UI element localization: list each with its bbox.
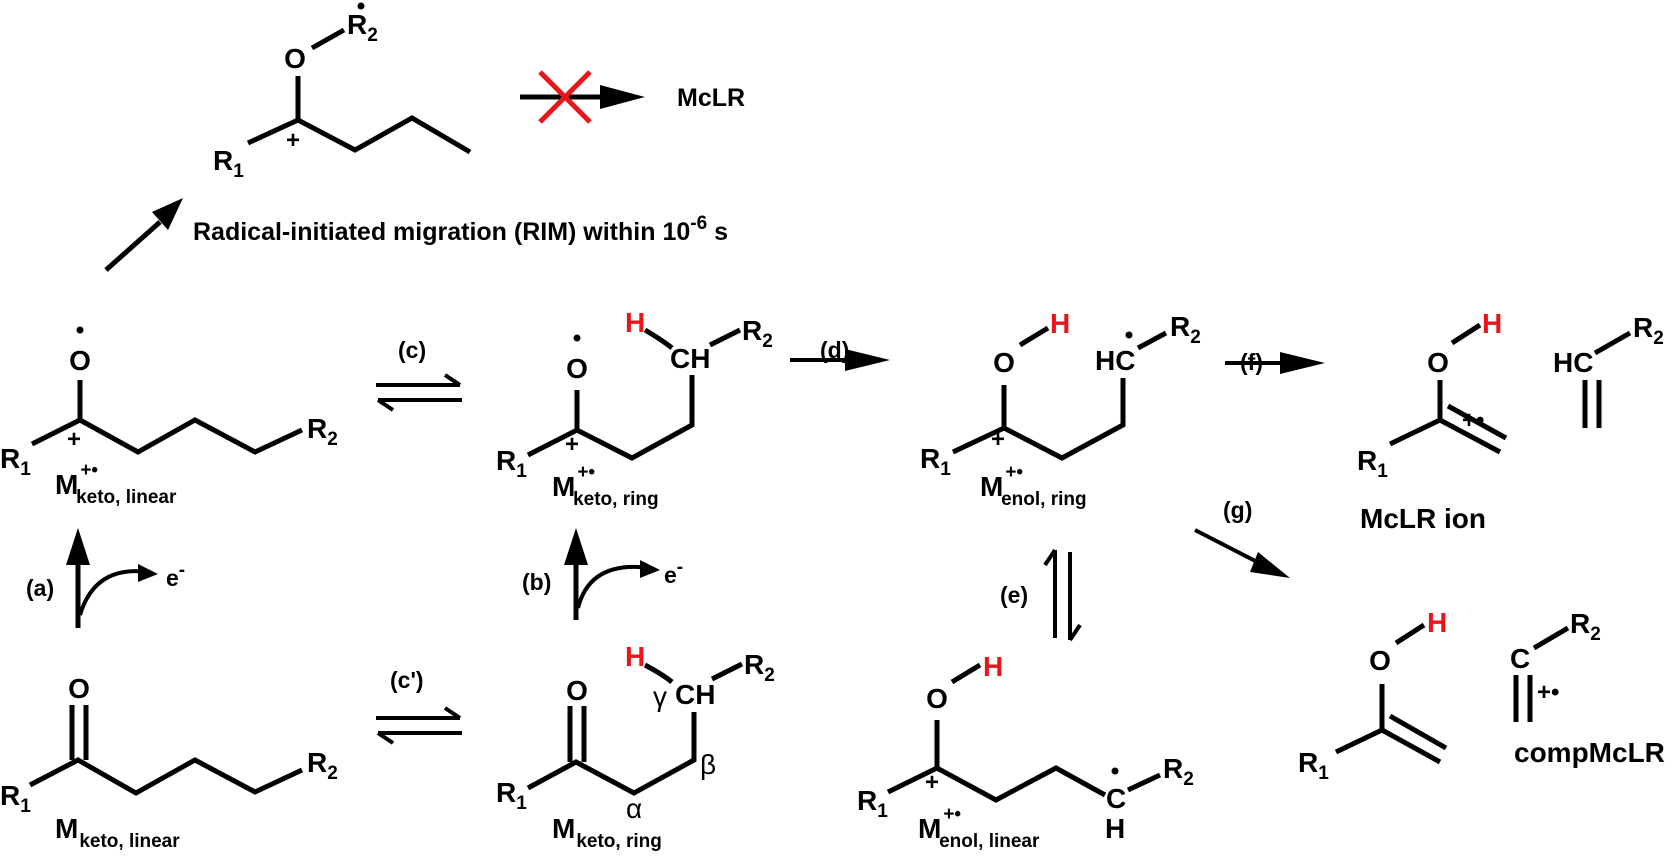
h-label: H (1105, 813, 1125, 844)
r1-label: R1 (0, 443, 31, 480)
m-enol-linear-radical-label: M+•enol, linear (918, 804, 1040, 852)
r1-label: R1 (496, 445, 527, 482)
oxygen-label: O (926, 683, 948, 714)
step-c-prime-label: (c') (390, 667, 424, 693)
r2-label: R2 (347, 9, 378, 46)
m-keto-linear-label: Mketo, linear (55, 813, 180, 852)
m-enol-ring-radical-label: M+•enol, ring (980, 462, 1087, 510)
rim-arrow (104, 198, 183, 272)
m-enol-ring-radical-structure: O H + R1 HC R2 (920, 308, 1201, 480)
blocked-product-label: McLR (677, 84, 745, 112)
radical-dot (1125, 331, 1133, 339)
arrow-g (1194, 528, 1290, 578)
hydrogen-label: H (1427, 607, 1447, 638)
r1-label: R1 (496, 777, 527, 814)
oxygen-label: O (1369, 645, 1391, 676)
equilibrium-arrow-c-prime (376, 706, 462, 745)
r2-label: R2 (1633, 312, 1664, 349)
r1-label: R1 (1298, 747, 1329, 784)
mclr-ion-label: McLR ion (1360, 503, 1486, 534)
radical-cation-charge: +• (1462, 407, 1484, 434)
arrow-d (790, 349, 890, 371)
oxygen-label: O (993, 347, 1015, 378)
r1-label: R1 (1357, 445, 1388, 482)
cation-charge: + (565, 431, 579, 458)
hc-label: HC (1095, 345, 1135, 376)
hydrogen-label: H (625, 307, 645, 338)
r2-label: R2 (307, 747, 338, 784)
r2-label: R2 (1170, 311, 1201, 348)
hydrogen-label: H (983, 651, 1003, 682)
alkene-fragment-f: HC R2 (1553, 312, 1664, 428)
compmclr-ion-label: compMcLR ion (1514, 737, 1673, 768)
hydrogen-label: H (1050, 308, 1070, 339)
ch-label: CH (670, 343, 710, 374)
hc-label: HC (1553, 347, 1593, 378)
r1-label: R1 (213, 145, 244, 182)
ionization-arrow-b (564, 528, 660, 620)
ionization-arrow-a (66, 528, 158, 628)
arrow-f (1225, 352, 1325, 374)
r2-label: R2 (742, 315, 773, 352)
oxygen-label: O (566, 675, 588, 706)
m-keto-ring-label: Mketo, ring (552, 813, 662, 852)
radical-dot (573, 334, 581, 342)
radical-cation-charge: +• (1537, 679, 1559, 706)
m-keto-linear-radical-structure: O + R1 R2 (0, 326, 338, 480)
step-a-label: (a) (26, 575, 54, 601)
hydrogen-label: H (1482, 308, 1502, 339)
radical-dot (357, 2, 365, 10)
oxygen-label: O (1427, 347, 1449, 378)
m-keto-ring-structure: O R1 CH γ β α H R2 (496, 641, 775, 824)
r2-label: R2 (307, 413, 338, 450)
electron-label-b: e- (664, 557, 683, 588)
step-b-label: (b) (522, 569, 551, 595)
r2-label: R2 (1163, 753, 1194, 790)
enol-fragment-g: O H R1 (1298, 607, 1448, 784)
alpha-label: α (626, 793, 642, 824)
cation-charge: + (925, 769, 939, 796)
cation-charge: + (991, 426, 1005, 453)
m-keto-linear-radical-label: M+•keto, linear (55, 460, 177, 508)
rim-description: Radical-initiated migration (RIM) within… (193, 213, 728, 246)
m-keto-ring-radical-structure: O + R1 CH H R2 (496, 307, 773, 482)
m-keto-ring-radical-label: M+•keto, ring (552, 462, 659, 510)
equilibrium-arrow-c (376, 373, 462, 412)
blocked-arrow (520, 70, 645, 124)
oxygen-label: O (69, 345, 91, 376)
oxygen-label: O (68, 673, 90, 704)
beta-label: β (700, 749, 716, 780)
step-e-label: (e) (1000, 582, 1028, 608)
r2-label: R2 (744, 649, 775, 686)
r1-label: R1 (857, 785, 888, 822)
r1-label: R1 (0, 780, 31, 817)
step-g-label: (g) (1223, 497, 1252, 523)
oxygen-label: O (284, 43, 306, 74)
cation-charge: + (286, 127, 300, 154)
electron-label-a: e- (166, 560, 185, 591)
mclr-ion-structure: O H +• R1 (1357, 308, 1508, 482)
equilibrium-arrow-e (1043, 548, 1082, 642)
radical-cation-alkene-fragment: C R2 +• (1510, 608, 1601, 722)
rim-product-structure: O R2 R1 + (213, 2, 472, 182)
m-enol-linear-radical-structure: O H + R1 C H R2 (857, 651, 1194, 844)
m-keto-linear-structure: O R1 R2 (0, 673, 338, 817)
radical-dot (76, 326, 84, 334)
step-c-label: (c) (398, 337, 426, 363)
r1-label: R1 (920, 443, 951, 480)
radical-dot (1111, 767, 1119, 775)
r2-label: R2 (1570, 608, 1601, 645)
carbon-label: C (1510, 643, 1530, 674)
cation-charge: + (67, 426, 81, 453)
gamma-label: γ (653, 681, 667, 712)
hydrogen-label: H (625, 641, 645, 672)
oxygen-label: O (566, 353, 588, 384)
carbon-label: C (1106, 783, 1126, 814)
ch-label: CH (675, 679, 715, 710)
